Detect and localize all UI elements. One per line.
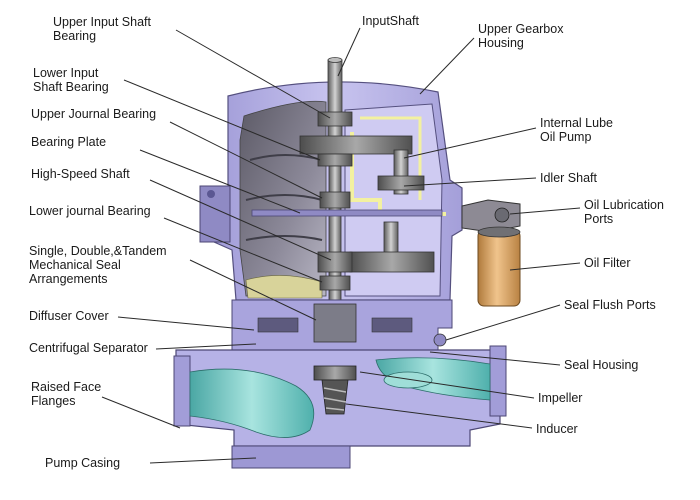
leader-diffuser-cover [117,316,255,331]
bull-gear [299,135,413,155]
label-raised-face-flanges: Raised Face Flanges [31,380,102,408]
upper-journal-bearing [319,191,351,209]
gearbox-side-lug [199,185,231,243]
leader-lower-journal-bearing [163,217,323,283]
seal-flush-port [433,333,447,347]
diffuser [383,371,433,389]
casing-foot [231,445,351,469]
idler-gear [377,175,425,191]
label-centrifugal-separator: Centrifugal Separator [29,341,148,355]
leader-centrifugal-separator [155,343,257,350]
oil-filter-cap [477,226,521,238]
leader-upper-journal-bearing [169,121,323,199]
dome-rib [245,194,323,201]
label-idler-shaft: Idler Shaft [540,171,597,185]
label-inducer: Inducer [536,422,578,436]
label-mechanical-seal: Single, Double,&Tandem Mechanical Seal A… [29,244,167,286]
label-upper-input-shaft-bearing: Upper Input Shaft Bearing [53,15,151,43]
leader-seal-flush-ports [445,304,561,341]
label-lower-input-shaft-bearing: Lower Input Shaft Bearing [33,66,109,94]
leader-upper-input-shaft-bearing [175,29,331,119]
label-bearing-plate: Bearing Plate [31,135,107,149]
lower-journal-bearing [319,275,351,291]
leader-internal-lube-oil-pump [403,127,537,159]
oil-reservoir [245,275,323,299]
dome-rib [245,235,323,241]
label-pump-casing: Pump Casing [45,456,121,470]
label-oil-lubrication-ports: Oil Lubrication Ports [584,198,664,226]
leader-input-shaft [337,27,361,77]
label-internal-lube-oil-pump: Internal Lube Oil Pump [540,116,613,144]
leader-lines [101,27,581,464]
seal-ring [257,317,299,333]
leader-impeller [359,371,535,399]
leader-oil-filter [509,262,581,271]
gearbox-lug-bolt [207,190,215,198]
leader-mechanical-seal [189,259,317,321]
leader-pump-casing [149,457,257,464]
label-seal-flush-ports: Seal Flush Ports [564,298,656,312]
oil-filter [477,229,521,307]
label-upper-journal-bearing: Upper Journal Bearing [31,107,157,121]
leader-high-speed-shaft [149,179,332,261]
leader-raised-face-flanges [101,396,181,429]
inducer-blade [323,387,347,411]
label-seal-housing: Seal Housing [564,358,639,372]
suction-flow-passage [189,368,315,438]
high-speed-pinion [317,251,353,273]
impeller [313,365,357,381]
left-flange [173,355,191,427]
mechanical-seal [313,303,357,343]
lower-input-bearing [317,153,353,167]
label-diffuser-cover: Diffuser Cover [29,309,109,323]
right-flange [489,345,507,417]
leader-bearing-plate [139,149,301,214]
leader-upper-gearbox-housing [419,37,475,95]
lube-oil-line [360,116,422,200]
leader-seal-housing [429,351,561,366]
label-oil-filter: Oil Filter [584,256,631,270]
pump-illustration [173,57,521,469]
seal-ring [371,317,413,333]
label-lower-journal-bearing: Lower journal Bearing [29,204,151,218]
label-input-shaft: InputShaft [362,14,419,28]
oil-port-fitting [494,207,510,223]
leader-inducer [345,403,533,429]
bearing-plate [251,209,443,217]
lower-idler-gear [349,251,435,273]
label-impeller: Impeller [538,391,583,405]
oil-lubrication-port-block [461,199,521,233]
leader-oil-lubrication-ports [509,207,581,215]
label-upper-gearbox-housing: Upper Gearbox Housing [478,22,564,50]
input-shaft-top [327,57,343,63]
leader-idler-shaft [403,177,537,187]
leader-lower-input-shaft-bearing [123,79,321,161]
label-high-speed-shaft: High-Speed Shaft [31,167,130,181]
